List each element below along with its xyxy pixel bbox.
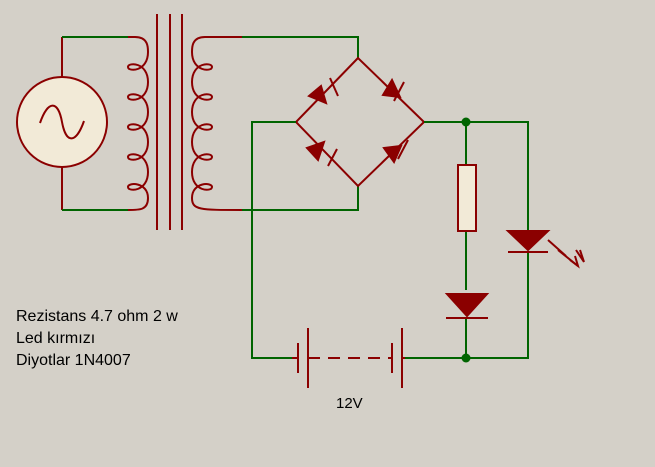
note-led: Led kırmızı — [16, 330, 96, 347]
resistor-symbol — [457, 164, 477, 232]
note-resistor: Rezistans 4.7 ohm 2 w — [16, 308, 178, 325]
ac-source-symbol — [16, 37, 108, 210]
transformer-symbol — [62, 14, 243, 230]
series-diode-symbol — [444, 293, 490, 319]
battery-voltage-label: 12V — [336, 395, 363, 412]
component-notes: Rezistans 4.7 ohm 2 w Led kırmızı Diyotl… — [16, 306, 178, 372]
led-symbol — [505, 228, 585, 269]
note-diodes: Diyotlar 1N4007 — [16, 352, 131, 369]
bridge-rectifier-symbol — [294, 56, 426, 188]
battery-symbol — [292, 328, 405, 388]
